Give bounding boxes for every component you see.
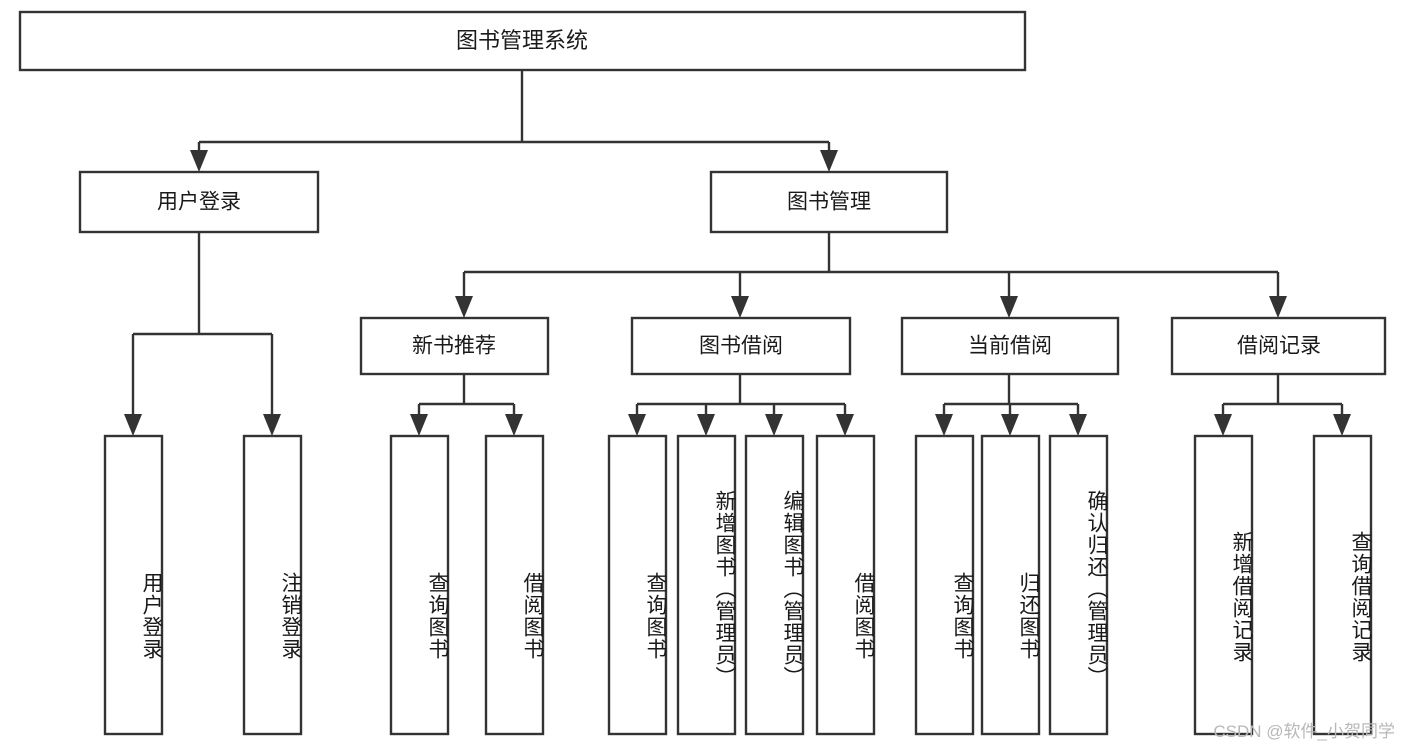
node-new-book-rec[interactable]: 新书推荐	[359, 316, 550, 376]
node-root-label: 图书管理系统	[456, 28, 588, 53]
arrowhead-leaf-borrow-book-2	[836, 414, 854, 436]
node-leaf-edit-book-box[interactable]	[744, 434, 805, 736]
node-book-borrow[interactable]: 图书借阅	[630, 316, 852, 376]
node-book-borrow-box[interactable]	[630, 316, 852, 376]
node-leaf-user-login-box[interactable]	[103, 434, 164, 736]
leaf-boxes-group	[103, 434, 1373, 736]
node-leaf-add-record-box[interactable]	[1193, 434, 1254, 736]
node-book-manage-label: 图书管理	[787, 191, 871, 214]
node-leaf-borrow-book-2-box[interactable]	[815, 434, 876, 736]
node-leaf-query-book-1-box[interactable]	[389, 434, 450, 736]
node-borrow-record-label: 借阅记录	[1237, 335, 1321, 358]
node-book-borrow-label: 图书借阅	[699, 335, 783, 358]
node-leaf-add-book-box[interactable]	[676, 434, 737, 736]
node-user-login[interactable]: 用户登录	[78, 170, 320, 234]
node-leaf-query-book-3-box[interactable]	[914, 434, 975, 736]
node-leaf-borrow-book-1-box[interactable]	[484, 434, 545, 736]
node-leaf-query-book-2-box[interactable]	[607, 434, 668, 736]
arrowhead-leaf-add-book	[697, 414, 715, 436]
arrowhead-leaf-query-record	[1333, 414, 1351, 436]
node-root[interactable]: 图书管理系统	[18, 10, 1027, 72]
arrowhead-leaf-query-book-2	[628, 414, 646, 436]
node-leaf-query-record-box[interactable]	[1312, 434, 1373, 736]
arrowhead-leaf-user-login	[124, 414, 142, 436]
node-borrow-record-box[interactable]	[1170, 316, 1387, 376]
arrowhead-leaf-return-book	[1001, 414, 1019, 436]
arrowhead-leaf-logout	[263, 414, 281, 436]
arrowhead-leaf-confirm-return	[1069, 414, 1087, 436]
arrowhead-current-borrow	[1000, 296, 1018, 318]
node-leaf-confirm-return-box[interactable]	[1048, 434, 1109, 736]
node-user-login-box[interactable]	[78, 170, 320, 234]
node-current-borrow-label: 当前借阅	[968, 335, 1052, 358]
node-user-login-label: 用户登录	[157, 191, 241, 214]
arrowhead-book-manage	[820, 150, 838, 172]
node-root-box[interactable]	[18, 10, 1027, 72]
node-new-book-rec-label: 新书推荐	[412, 335, 496, 358]
arrowhead-book-borrow	[731, 296, 749, 318]
node-book-manage-box[interactable]	[709, 170, 949, 234]
node-book-manage[interactable]: 图书管理	[709, 170, 949, 234]
node-leaf-logout-box[interactable]	[242, 434, 303, 736]
arrowhead-leaf-add-record	[1214, 414, 1232, 436]
arrowhead-user-login	[190, 150, 208, 172]
node-new-book-rec-box[interactable]	[359, 316, 550, 376]
arrowhead-leaf-query-book-3	[935, 414, 953, 436]
node-current-borrow-box[interactable]	[900, 316, 1120, 376]
node-leaf-return-book-box[interactable]	[980, 434, 1041, 736]
arrowhead-leaf-edit-book	[765, 414, 783, 436]
arrowhead-new-book-rec	[455, 296, 473, 318]
node-borrow-record[interactable]: 借阅记录	[1170, 316, 1387, 376]
arrowhead-borrow-record	[1269, 296, 1287, 318]
arrowhead-leaf-query-book-1	[410, 414, 428, 436]
connector-group	[124, 70, 1351, 436]
arrowhead-leaf-borrow-book-1	[505, 414, 523, 436]
node-current-borrow[interactable]: 当前借阅	[900, 316, 1120, 376]
